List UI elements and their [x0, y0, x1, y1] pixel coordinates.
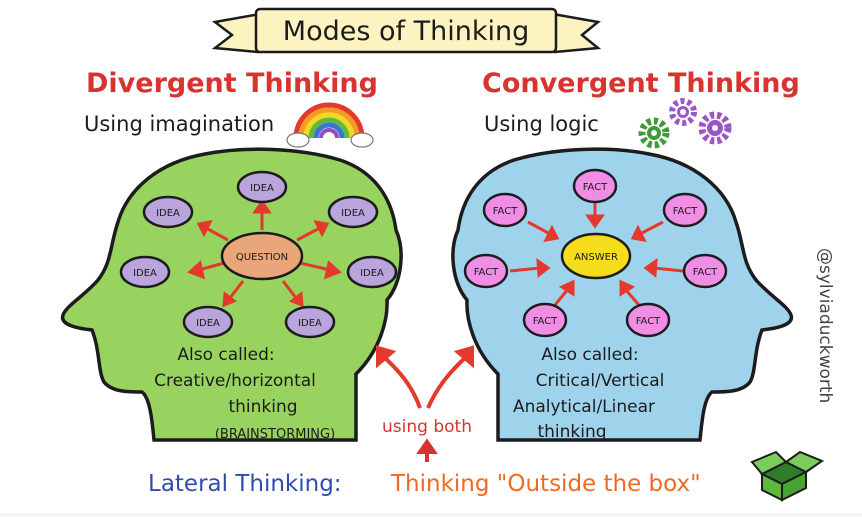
convergent-arrows [509, 203, 684, 306]
idea-node: IDEA [119, 255, 171, 289]
fact-node: FACT [625, 302, 671, 338]
divergent-nodes: QUESTION IDEA IDEA IDEA IDEA IDEA IDEA I… [119, 170, 398, 339]
divergent-also-called: Also called: [177, 345, 274, 365]
divergent-desc-line3: (BRAINSTORMING) [215, 427, 335, 442]
fact-node: FACT [522, 302, 568, 338]
fact-node: FACT [463, 253, 509, 289]
page-title: Modes of Thinking [283, 16, 529, 47]
open-box-icon [750, 450, 825, 502]
convergent-heading: Convergent Thinking [482, 68, 800, 99]
convergent-desc-line2: Analytical/Linear [513, 397, 655, 417]
answer-node: ANSWER [560, 232, 632, 280]
svg-text:FACT: FACT [533, 316, 558, 327]
using-both-label: using both [382, 417, 472, 437]
svg-text:IDEA: IDEA [196, 318, 220, 329]
divergent-subheading: Using imagination [84, 112, 274, 136]
svg-text:FACT: FACT [636, 316, 661, 327]
svg-text:IDEA: IDEA [298, 318, 322, 329]
svg-text:IDEA: IDEA [250, 183, 274, 194]
svg-text:IDEA: IDEA [360, 268, 384, 279]
convergent-desc-line3: thinking [537, 422, 606, 442]
svg-text:FACT: FACT [673, 206, 698, 217]
idea-node: IDEA [327, 195, 379, 229]
convergent-also-called: Also called: [541, 345, 638, 365]
credit-text: @sylviaduckworth [815, 248, 835, 403]
convergent-description: Also called: Critical/Vertical Analytica… [513, 345, 664, 442]
svg-text:FACT: FACT [493, 206, 518, 217]
lateral-label: Lateral Thinking: [148, 471, 342, 497]
fact-node: FACT [572, 168, 618, 204]
svg-text:IDEA: IDEA [341, 208, 365, 219]
up-arrow-icon [416, 438, 438, 462]
lateral-text: Thinking "Outside the box" [390, 471, 701, 497]
idea-node: IDEA [182, 305, 234, 339]
fact-node: FACT [482, 192, 528, 228]
divergent-desc-line2: thinking [228, 397, 297, 417]
svg-text:ANSWER: ANSWER [574, 252, 618, 263]
rainbow-icon [286, 102, 374, 148]
svg-text:FACT: FACT [693, 267, 718, 278]
idea-node: IDEA [284, 305, 336, 339]
convergent-nodes: ANSWER FACT FACT FACT FACT FACT FACT FAC… [463, 168, 728, 338]
divergent-desc-line1: Creative/horizontal [154, 371, 316, 391]
idea-node: IDEA [236, 170, 288, 204]
convergent-subheading: Using logic [484, 112, 599, 136]
fact-node: FACT [682, 253, 728, 289]
convergent-desc-line1: Critical/Vertical [536, 371, 665, 391]
gears-icon [638, 98, 732, 149]
divergent-arrows [187, 199, 342, 308]
svg-text:FACT: FACT [583, 182, 608, 193]
idea-node: IDEA [346, 255, 398, 289]
idea-node: IDEA [142, 195, 194, 229]
question-node: QUESTION [220, 231, 304, 281]
divergent-description: Also called: Creative/horizontal thinkin… [154, 345, 335, 442]
fact-node: FACT [662, 192, 708, 228]
using-both-arrows [376, 345, 474, 409]
svg-text:IDEA: IDEA [156, 208, 180, 219]
svg-text:IDEA: IDEA [133, 268, 157, 279]
svg-text:FACT: FACT [474, 267, 499, 278]
divergent-heading: Divergent Thinking [86, 68, 378, 99]
svg-text:QUESTION: QUESTION [236, 252, 288, 263]
title-banner: Modes of Thinking [211, 7, 602, 54]
